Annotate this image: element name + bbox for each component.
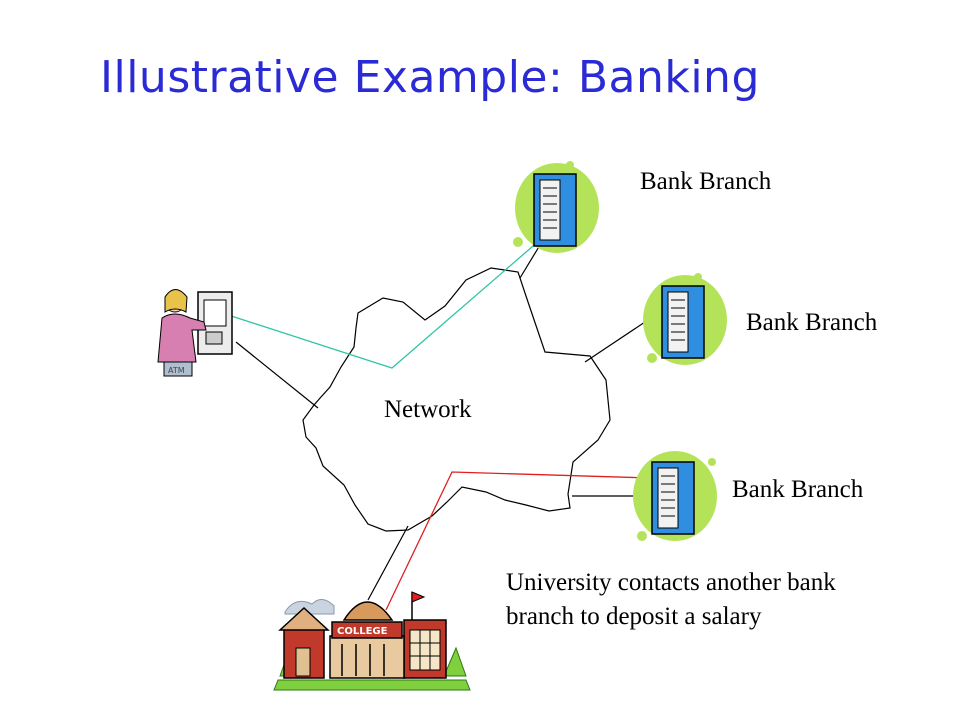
bank-branch-server-icon xyxy=(513,161,599,253)
caption-line: branch to deposit a salary xyxy=(506,603,762,630)
svg-text:ATM: ATM xyxy=(168,366,185,375)
slide-title: Illustrative Example: Banking xyxy=(100,52,760,103)
atm-to-network-line xyxy=(235,341,319,409)
bank-branch-server-icon xyxy=(643,273,727,365)
branch2-to-network-line xyxy=(584,319,649,363)
bank-branch-label: Bank Branch xyxy=(746,309,878,336)
branch1-to-network-line xyxy=(519,244,541,279)
caption-line: University contacts another bank xyxy=(506,569,836,596)
university-route-line xyxy=(385,471,651,611)
atm-route-line xyxy=(221,239,541,369)
college-clipart: COLLEGE xyxy=(273,591,471,691)
network-label: Network xyxy=(384,396,472,423)
svg-text:COLLEGE: COLLEGE xyxy=(337,626,388,637)
university-to-network-line xyxy=(367,525,409,601)
bank-branch-server-icon xyxy=(633,451,717,541)
bank-branch-label: Bank Branch xyxy=(732,476,864,503)
university-caption: University contacts another bank branch … xyxy=(506,566,946,634)
atm-user-clipart: ATM xyxy=(157,289,233,377)
bank-branch-label: Bank Branch xyxy=(640,168,772,195)
